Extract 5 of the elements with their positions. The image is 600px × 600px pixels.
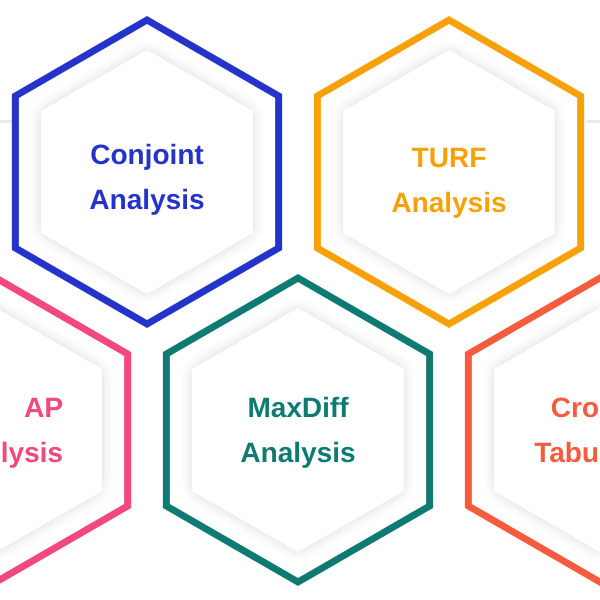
method-label: TURF Analysis: [390, 141, 508, 220]
method-label: AP lysis: [0, 391, 63, 470]
method-label: MaxDiff Analysis: [239, 391, 357, 470]
method-label: Cro Tabu: [533, 391, 599, 470]
method-label: Conjoint Analysis: [88, 138, 206, 217]
